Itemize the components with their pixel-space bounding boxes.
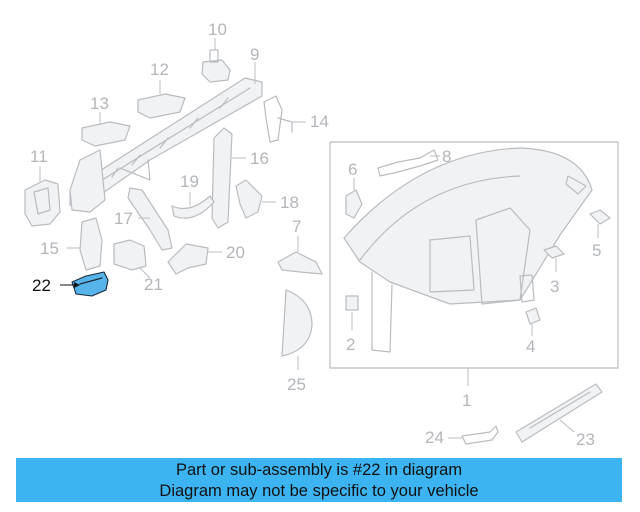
callout-12: 12 <box>150 60 169 79</box>
callout-20: 20 <box>226 243 245 262</box>
instrument-panel-box <box>329 141 619 369</box>
part-24[interactable] <box>448 425 499 445</box>
callout-14: 14 <box>310 112 329 131</box>
callout-22: 22 <box>32 276 51 295</box>
part-1[interactable] <box>343 147 593 386</box>
part-15[interactable] <box>66 217 103 271</box>
callout-1: 1 <box>462 391 471 410</box>
part-20[interactable] <box>167 243 222 275</box>
part-13[interactable] <box>81 112 131 147</box>
callout-24: 24 <box>425 428 444 447</box>
banner-line-1: Part or sub-assembly is #22 in diagram <box>175 461 463 479</box>
callout-11: 11 <box>30 147 48 166</box>
part-12[interactable] <box>137 80 186 119</box>
callout-16: 16 <box>250 149 269 168</box>
part-3[interactable] <box>543 245 565 272</box>
callout-21: 21 <box>144 275 163 294</box>
part-9[interactable] <box>69 62 263 213</box>
part-17[interactable] <box>127 187 173 251</box>
callout-17: 17 <box>114 209 133 228</box>
part-25[interactable] <box>281 289 313 370</box>
callout-23: 23 <box>576 430 595 449</box>
callout-3: 3 <box>550 277 559 296</box>
callout-9: 9 <box>250 45 259 64</box>
part-23[interactable] <box>515 383 603 443</box>
banner-line-2: Diagram may not be specific to your vehi… <box>159 482 479 500</box>
callout-2: 2 <box>346 335 355 354</box>
info-banner: Part or sub-assembly is #22 in diagram D… <box>16 458 622 502</box>
part-11[interactable] <box>24 166 61 227</box>
part-21[interactable] <box>113 239 151 279</box>
part-19[interactable] <box>171 192 215 219</box>
part-18[interactable] <box>235 179 276 219</box>
part-16[interactable] <box>211 127 246 229</box>
callout-18: 18 <box>280 193 299 212</box>
callout-7: 7 <box>292 217 301 236</box>
part-8[interactable] <box>377 149 440 177</box>
callout-6: 6 <box>348 160 357 179</box>
part-6[interactable] <box>345 178 363 219</box>
callout-4: 4 <box>526 337 535 356</box>
callout-15: 15 <box>40 239 59 258</box>
callout-25: 25 <box>287 375 306 394</box>
callout-5: 5 <box>592 241 601 260</box>
part-2[interactable] <box>345 295 359 330</box>
part-7[interactable] <box>277 236 323 275</box>
part-10[interactable] <box>201 38 231 83</box>
part-4[interactable] <box>525 307 541 336</box>
callout-8: 8 <box>442 147 451 166</box>
callout-10: 10 <box>208 20 227 39</box>
part-14[interactable] <box>263 95 306 143</box>
part-5[interactable] <box>589 209 611 238</box>
callout-13: 13 <box>90 94 109 113</box>
callout-19: 19 <box>180 172 199 191</box>
part-22[interactable] <box>60 271 109 297</box>
